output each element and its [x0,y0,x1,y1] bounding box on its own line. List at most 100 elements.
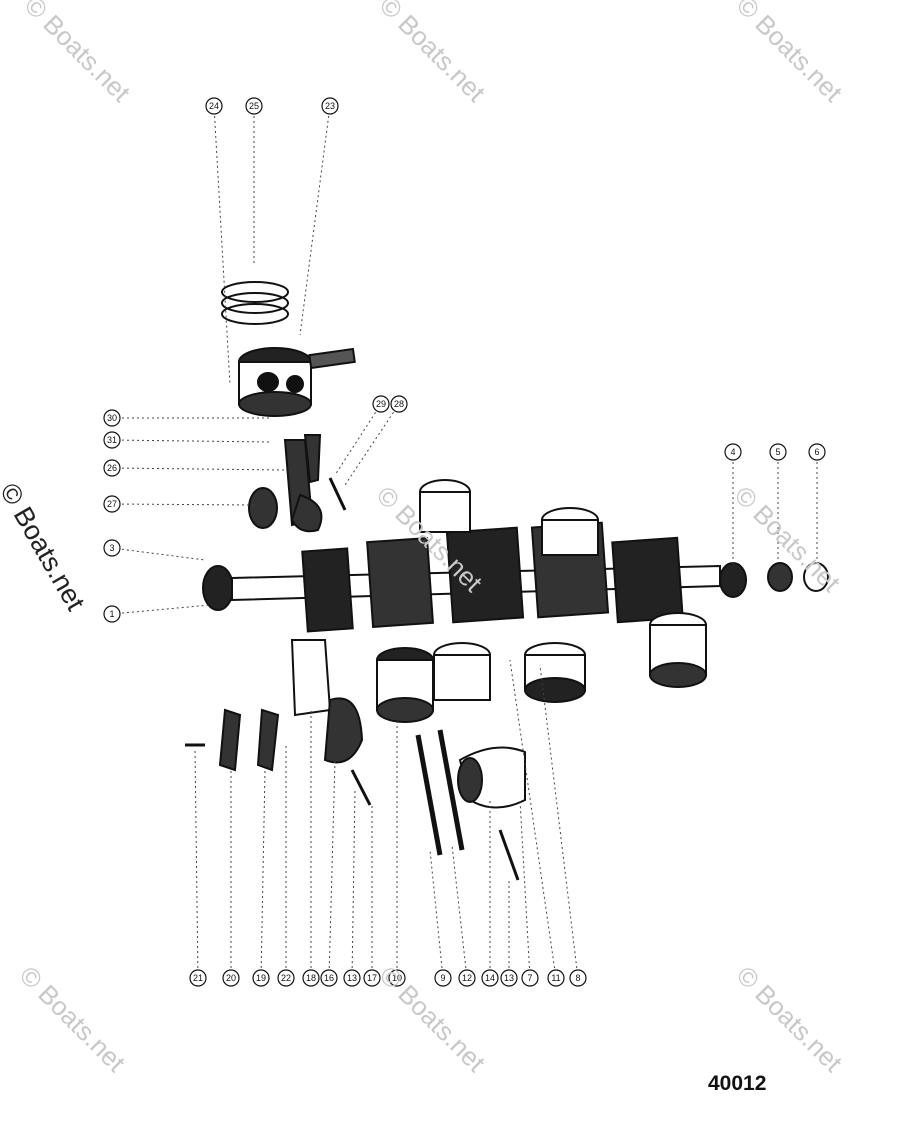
callout-24: 24 [205,97,223,115]
callout-circle [320,969,338,987]
callout-number: 13 [504,973,514,983]
callout-number: 28 [394,399,404,409]
leader-lines [111,105,818,979]
leader-line [539,664,579,979]
crank-pistons-drawing [419,479,707,688]
callout-circle [189,969,207,987]
callout-number: 1 [109,609,114,619]
leader-line [111,439,271,443]
callout-circle [103,539,121,557]
callout-number: 18 [306,973,316,983]
callout-circle [222,969,240,987]
callout-4: 4 [724,443,742,461]
callout-22: 22 [277,969,295,987]
needle-rollers-drawing [415,729,465,856]
lower-pistons-drawing [376,642,586,723]
needle-bearing-drawing [248,487,278,529]
front-gear-drawing [202,565,234,611]
leader-line [351,789,356,979]
piston-drawing [238,347,312,417]
callout-3: 3 [103,539,121,557]
leader-line [334,403,382,476]
callout-30: 30 [103,409,121,427]
callout-6: 6 [808,443,826,461]
callout-number: 10 [392,973,402,983]
callout-10: 10 [388,969,406,987]
callout-number: 13 [347,973,357,983]
leader-line [213,105,231,386]
leader-line [111,467,286,471]
callout-circle [808,443,826,461]
callout-number: 6 [814,447,819,457]
crankshaft-drawing [231,521,829,633]
callout-12: 12 [458,969,476,987]
callout-5: 5 [769,443,787,461]
callout-27: 27 [103,495,121,513]
callout-circle [205,97,223,115]
callout-13: 13 [500,969,518,987]
callout-17: 17 [363,969,381,987]
leader-line [328,759,336,979]
callout-16: 16 [320,969,338,987]
callout-circle [458,969,476,987]
callout-circle [277,969,295,987]
seal-carrier-drawing [185,639,520,881]
callout-number: 30 [107,413,117,423]
callout-number: 7 [527,973,532,983]
callout-number: 4 [730,447,735,457]
callout-number: 19 [256,973,266,983]
callout-circle [103,409,121,427]
leader-line [111,547,206,561]
leader-line [260,769,266,979]
callout-number: 14 [485,973,495,983]
callout-21: 21 [189,969,207,987]
callout-number: 9 [440,973,445,983]
callout-circle [500,969,518,987]
leader-line [111,604,211,615]
callout-circle [724,443,742,461]
callout-20: 20 [222,969,240,987]
callout-circle [388,969,406,987]
callout-number: 3 [109,543,114,553]
callout-circle [252,969,270,987]
callout-circle [547,969,565,987]
callout-number: 12 [462,973,472,983]
leader-line [509,659,557,979]
callout-circle [363,969,381,987]
leader-line [299,105,331,336]
callout-circle [245,97,263,115]
callout-29: 29 [372,395,390,413]
callout-31: 31 [103,431,121,449]
callout-11: 11 [547,969,565,987]
callout-28: 28 [390,395,408,413]
callout-circle [103,605,121,623]
figure-number: 40012 [708,1072,767,1095]
callout-number: 11 [551,973,560,983]
wrist-pin-drawing [308,347,356,370]
callout-23: 23 [321,97,339,115]
leader-line [519,799,531,979]
callout-number: 26 [107,463,117,473]
callout-circle [302,969,320,987]
callout-number: 22 [281,973,291,983]
callout-number: 29 [376,399,386,409]
callout-circle [481,969,499,987]
callout-number: 31 [107,435,117,445]
callout-number: 20 [226,973,236,983]
callout-circle [569,969,587,987]
callout-number: 23 [325,101,335,111]
callout-26: 26 [103,459,121,477]
callout-9: 9 [434,969,452,987]
leader-line [429,849,444,979]
callout-circle [343,969,361,987]
callout-circle [434,969,452,987]
callout-25: 25 [245,97,263,115]
callout-number: 25 [249,101,259,111]
callout-circle [321,97,339,115]
callout-18: 18 [302,969,320,987]
callout-number: 24 [209,101,219,111]
callout-circle [103,431,121,449]
callout-19: 19 [252,969,270,987]
callout-number: 21 [193,973,203,983]
